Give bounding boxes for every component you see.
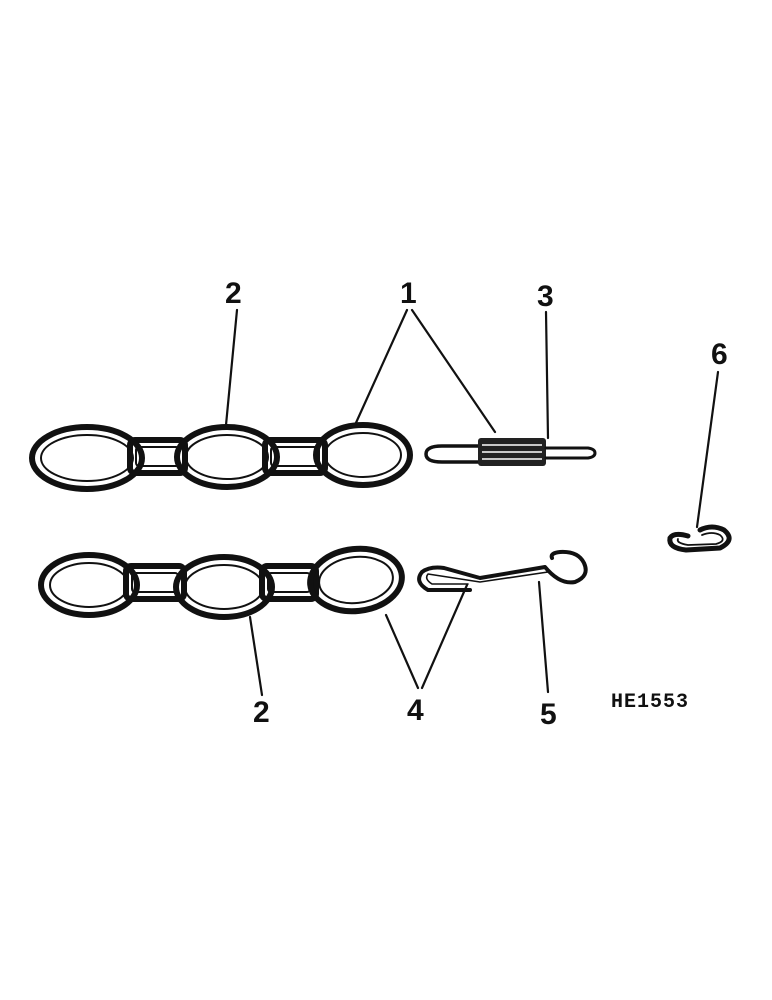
s-hook xyxy=(667,524,732,553)
callout-lower-chain: 2 xyxy=(253,696,270,729)
leader-lines xyxy=(224,308,720,697)
callout-pin: 3 xyxy=(537,280,554,313)
wire-hook xyxy=(417,549,588,592)
callout-upper-chain: 2 xyxy=(225,277,242,310)
callout-hook: 5 xyxy=(540,698,557,731)
spring-pin xyxy=(424,438,597,466)
callout-s-hook: 6 xyxy=(711,338,728,371)
callout-link-parts: 1 xyxy=(400,277,417,310)
figure-code: HE1553 xyxy=(611,691,689,714)
callout-hook-parts: 4 xyxy=(407,694,424,727)
lower-chain xyxy=(38,545,405,620)
upper-chain xyxy=(29,422,413,492)
